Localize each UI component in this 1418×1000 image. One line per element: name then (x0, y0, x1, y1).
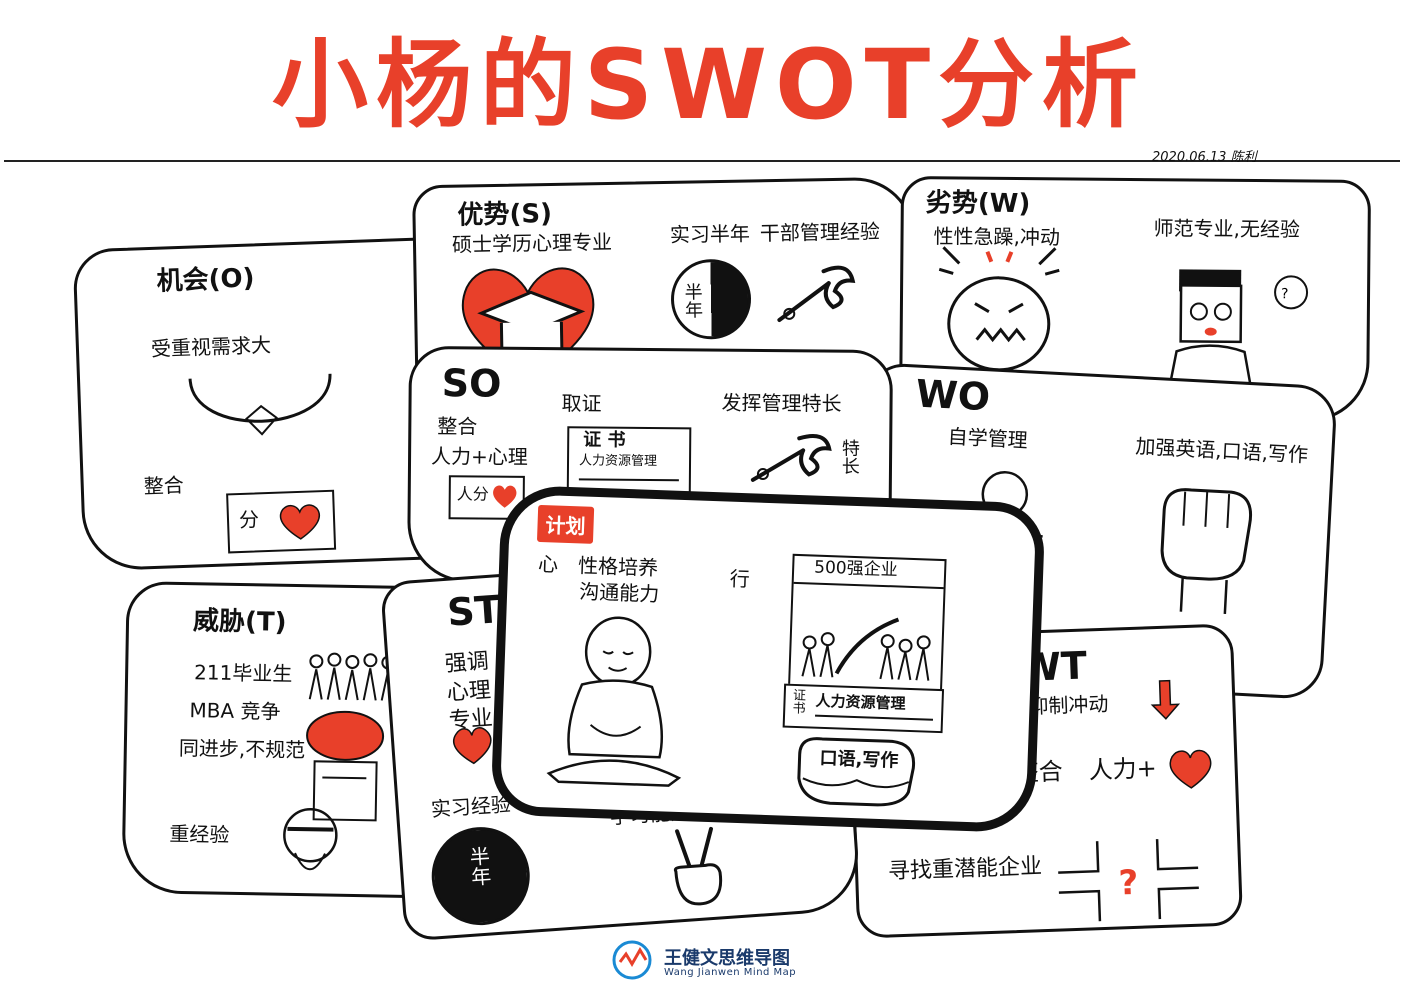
strength-degree: 硕士学历心理专业 (451, 229, 613, 257)
so-cert: 取证 (561, 391, 602, 416)
so-integrate-icon: 人分 (448, 475, 525, 520)
integrate-card-text: 分 (238, 507, 260, 533)
threat-experience: 重经验 (169, 821, 230, 847)
plan-personality: 性格培养 (577, 553, 659, 581)
confused-person-icon: ? (1169, 269, 1309, 385)
company-board-label: 500强企业 (813, 557, 898, 581)
wt-find: 寻找重潜能企业 (887, 854, 1043, 885)
weakness-card: 劣势(W) 性性急躁,冲动 师范专业,无经验 ? (898, 175, 1372, 423)
plan-tag: 计划 (536, 504, 595, 544)
so-integrate: 整合 (437, 414, 478, 439)
so-special: 特长 (838, 438, 861, 475)
opportunity-card: 机会(O) 受重视需求大 整合 分 (72, 236, 462, 572)
plan-action: 行 (729, 566, 751, 592)
down-arrow-icon (1150, 679, 1181, 720)
hr-cert-left: 证书 (789, 687, 806, 715)
hr-cert-icon: 证书 人力资源管理 (782, 683, 945, 734)
crowd-icon (801, 617, 931, 681)
wt-control: 抑制冲动 (1027, 691, 1109, 719)
author-date: 2020.06.13 陈利 (1152, 150, 1257, 165)
so-card: SO 整合 人力+心理 人分 取证 证 书 人力资源管理 发挥管理特长 特长 (406, 345, 894, 587)
svg-text:?: ? (1281, 286, 1289, 302)
logo-mark-icon (612, 940, 652, 980)
heart-icon (1169, 749, 1212, 789)
certificate-title: 证 书 (583, 429, 626, 451)
wt-integrate-sub: 人力+ (1088, 754, 1158, 785)
fist-icon (797, 737, 916, 807)
svg-text:?: ? (1118, 863, 1139, 904)
opportunity-title: 机会(O) (156, 263, 256, 297)
so-mgmt: 发挥管理特长 (721, 390, 842, 416)
page-title: 小杨的SWOT分析 (271, 29, 1147, 141)
angry-face-icon (938, 246, 1060, 372)
title-underline (4, 160, 1400, 162)
plan-fist-text: 口语,写作 (819, 747, 899, 772)
wrench-icon (750, 434, 832, 482)
crossroad-question-icon: ? (1058, 839, 1199, 922)
st-card: ST 强调心理专业 实习经验 半年 学习能力,适应能力强 (380, 550, 862, 942)
heart-icon (493, 485, 517, 508)
weakness-title: 劣势(W) (925, 188, 1031, 220)
certificate-icon: 证 书 人力资源管理 (566, 426, 692, 494)
logo-name: 王健文思维导图 (664, 948, 790, 969)
wo-title: WO (914, 371, 992, 420)
plan-card: 计划 心 性格培养 沟通能力 行 500强企业 证书 人力资源管理 口语,写作 (490, 484, 1046, 834)
certificate-sub: 人力资源管理 (578, 453, 658, 470)
heart-icon (279, 504, 321, 540)
wrench-icon (777, 265, 856, 323)
heart-icon (452, 727, 492, 765)
plan-heart-label: 心 (537, 551, 559, 577)
half-year-badge: 半年 (428, 823, 534, 929)
half-year-badge: 半年 (670, 258, 752, 340)
so-title: SO (441, 361, 502, 406)
pot-icon (306, 710, 385, 822)
old-man-icon (283, 807, 338, 871)
half-year-badge-text: 半年 (681, 282, 704, 319)
threat-graduates: 211毕业生 (193, 660, 293, 686)
logo-subtitle: Wang Jianwen Mind Map (664, 967, 797, 978)
so-integrate-sub: 人力+心理 (430, 444, 528, 469)
opportunity-integrate: 整合 (143, 472, 185, 499)
company-board-icon: 500强企业 (788, 553, 947, 694)
hr-cert-title: 人力资源管理 (815, 691, 906, 713)
threat-title: 威胁(T) (192, 606, 287, 638)
st-title: ST (445, 587, 502, 635)
strength-title: 优势(S) (457, 198, 553, 231)
strength-management: 干部管理经验 (759, 219, 881, 246)
victory-hand-icon (673, 826, 723, 906)
half-year-badge-text: 半年 (465, 845, 493, 887)
raised-fist-icon (1160, 488, 1252, 615)
plan-communication: 沟通能力 (578, 579, 660, 607)
st-internship: 实习经验 (430, 791, 512, 822)
wt-card: WT 抑制冲动 整合 人力+ 寻找重潜能企业 ? (846, 623, 1244, 939)
wo-english: 加强英语,口语,写作 (1134, 434, 1309, 468)
smile-diamond-icon (188, 373, 332, 436)
so-integrate-icon-text: 人分 (456, 484, 489, 504)
weakness-major: 师范专业,无经验 (1153, 216, 1301, 242)
wo-self-manage: 自学管理 (947, 424, 1029, 453)
threat-progress: 同进步,不规范 (178, 735, 306, 763)
threat-mba: MBA 竞争 (189, 698, 281, 724)
opportunity-demand: 受重视需求大 (150, 332, 272, 362)
integrate-card-icon: 分 (226, 489, 337, 554)
meditating-monk-icon (546, 616, 682, 787)
threat-card: 威胁(T) 211毕业生 MBA 竞争 同进步,不规范 重经验 (121, 581, 473, 899)
strength-internship: 实习半年 (669, 221, 751, 247)
